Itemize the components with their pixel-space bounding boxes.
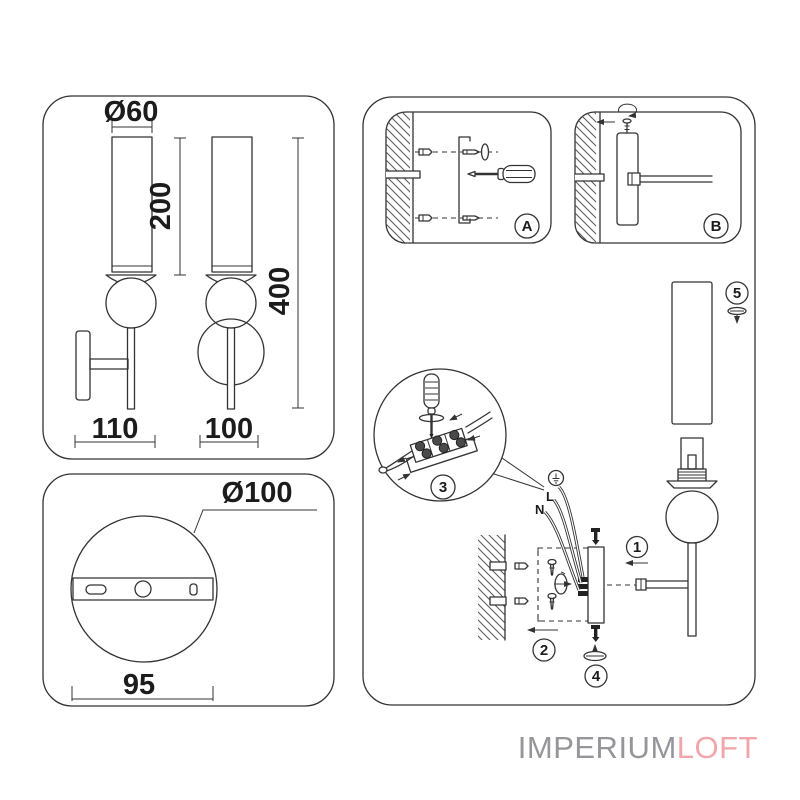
screwdriver-icon: [467, 164, 536, 184]
wall-section: [478, 534, 507, 641]
screwdriver-icon: [418, 373, 445, 439]
knob-icon: [554, 571, 572, 595]
earth-icon: [547, 469, 565, 487]
wire-clamps: [578, 577, 588, 596]
dim-total-height: 400: [264, 137, 304, 409]
dim-label-width: 100: [205, 413, 253, 445]
callout-lines: [490, 457, 545, 491]
screw-icon: [462, 149, 480, 221]
step-4-badge: 4: [584, 664, 608, 688]
bolt-icon-bottom: [591, 625, 600, 642]
step-2-label: 2: [540, 642, 548, 659]
dim-plate-diameter: Ø100: [193, 477, 317, 534]
stem: [687, 542, 697, 637]
wall-ledge: [575, 173, 605, 182]
wall-anchor-icon: [514, 562, 529, 605]
dim-shade-diameter: Ø60: [104, 96, 159, 133]
wall-plate-side: [75, 330, 91, 401]
dim-label-total-height: 400: [264, 267, 296, 315]
step-b-label: B: [711, 218, 722, 235]
brand-logo: IMPERIUMLOFT: [518, 730, 758, 766]
step-a-badge: A: [514, 213, 540, 239]
dim-label-depth: 110: [92, 413, 139, 445]
bulb: [680, 437, 704, 470]
dim-label-plate-diameter: Ø100: [222, 477, 293, 509]
installation-drawing: A B: [362, 96, 756, 706]
bracket-bar: [587, 546, 605, 624]
step-1-label: 1: [633, 539, 641, 556]
lamp-side-view: [75, 136, 157, 410]
dim-mount-spacing: 95: [71, 669, 214, 701]
panel-border: [362, 96, 756, 706]
lamp-front-view: [197, 136, 265, 410]
arm-side: [89, 358, 129, 370]
dim-width: 100: [199, 413, 259, 448]
detail-wires: [378, 411, 493, 474]
dimensions-drawing: Ø60 200 400 110 100: [42, 95, 335, 460]
step-3-label: 3: [439, 479, 447, 496]
sphere: [665, 490, 719, 544]
glass-shade: [671, 281, 713, 425]
drill-hole: [489, 561, 507, 571]
terminal-block: [405, 427, 478, 473]
lamp-arm: [627, 172, 713, 186]
dim-depth: 110: [74, 413, 156, 448]
mounting-bracket: [458, 136, 471, 224]
nut-icon: [583, 644, 607, 662]
step-3-badge: 3: [430, 474, 456, 500]
screw-axial-icon: [727, 306, 747, 324]
step-5-label: 5: [733, 285, 741, 302]
socket-flange: [666, 480, 718, 489]
wire-neutral-label: N: [535, 502, 544, 517]
baseplate-view: [70, 515, 218, 663]
lamp-arm: [635, 578, 689, 591]
installation-panel: A B: [362, 96, 756, 706]
terminal-detail: [373, 368, 507, 502]
step-a-label: A: [522, 218, 533, 235]
wire-live-label: L: [546, 489, 554, 504]
panel-border: [42, 473, 335, 707]
screw-rotate-icon: [618, 103, 638, 134]
dim-shade-height: 200: [145, 137, 186, 276]
base-panel: Ø100 95: [42, 473, 335, 707]
step-5-badge: 5: [725, 281, 749, 305]
dim-label-shade-height: 200: [145, 182, 177, 230]
detail-arrows: [397, 413, 481, 481]
step-1-badge: 1: [625, 535, 649, 559]
center-hole: [134, 580, 152, 598]
drill-hole: [489, 596, 507, 606]
slot-hole-right: [189, 583, 198, 596]
wiring: L N: [535, 469, 585, 591]
anchor-icon: [418, 148, 433, 222]
slot-hole-left: [85, 584, 107, 595]
socket-threads: [677, 468, 707, 482]
dim-label-diameter: Ø60: [104, 96, 159, 128]
brand-name-accent: LOFT: [676, 730, 758, 765]
brand-name-primary: IMPERIUM: [517, 730, 677, 765]
lamp-body: [607, 437, 719, 637]
panel-border: [42, 95, 335, 460]
screw-oval-icon: [477, 143, 490, 161]
mounting-bar: [72, 577, 214, 601]
plate-screw-icon: [547, 558, 557, 610]
wall-ledge: [386, 170, 421, 179]
step-b-panel: B: [574, 103, 742, 244]
step-2-badge: 2: [532, 638, 556, 662]
base-drawing: Ø100 95: [42, 473, 335, 707]
bolt-icon-top: [591, 528, 600, 545]
step-b-badge: B: [703, 213, 729, 239]
dim-label-mount-spacing: 95: [123, 669, 155, 701]
step-4-label: 4: [592, 668, 601, 685]
dimensions-panel: Ø60 200 400 110 100: [42, 95, 335, 460]
step-a-panel: A: [385, 111, 552, 244]
